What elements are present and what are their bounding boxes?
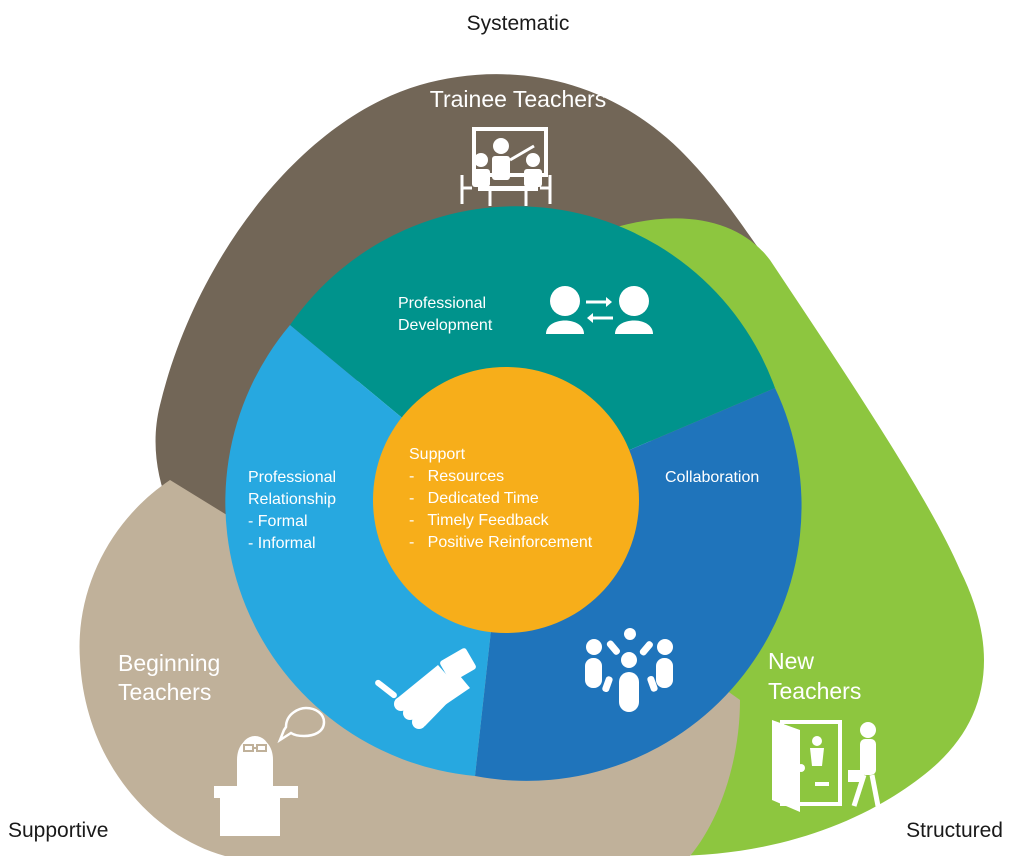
support-item: - Resources bbox=[409, 468, 504, 485]
exchange-people-icon bbox=[546, 286, 653, 334]
teacher-at-desk-icon bbox=[214, 706, 326, 836]
beginning-label-line2: Teachers bbox=[118, 679, 211, 705]
beginning-label-line1: Beginning bbox=[118, 650, 220, 676]
support-item: - Positive Reinforcement bbox=[409, 534, 593, 551]
relationship-segment bbox=[225, 325, 505, 776]
collaboration-label: Collaboration bbox=[665, 469, 759, 486]
new-label-line2: Teachers bbox=[768, 678, 861, 704]
trainee-label: Trainee Teachers bbox=[430, 86, 606, 112]
development-segment bbox=[290, 206, 775, 503]
development-label-line1: Professional bbox=[398, 295, 486, 312]
team-circle-icon bbox=[585, 628, 673, 712]
relationship-label-line2: Relationship bbox=[248, 491, 336, 508]
classroom-teacher-icon bbox=[460, 127, 552, 206]
relationship-label-line1: Professional bbox=[248, 469, 336, 486]
support-title: Support bbox=[409, 446, 466, 463]
relationship-label-line4: - Informal bbox=[248, 535, 316, 552]
corner-label-left: Supportive bbox=[8, 819, 108, 842]
support-circle bbox=[373, 367, 639, 633]
support-item: - Dedicated Time bbox=[409, 490, 539, 507]
teacher-entering-classroom-icon bbox=[772, 720, 881, 812]
support-item: - Timely Feedback bbox=[409, 512, 550, 529]
trainee-lobe bbox=[155, 74, 760, 622]
new-label-line1: New bbox=[768, 648, 814, 674]
corner-label-right: Structured bbox=[906, 819, 1003, 842]
corner-label-top: Systematic bbox=[467, 12, 570, 35]
development-label-line2: Development bbox=[398, 317, 493, 334]
handshake-icon bbox=[375, 648, 476, 729]
relationship-label-line3: - Formal bbox=[248, 513, 308, 530]
